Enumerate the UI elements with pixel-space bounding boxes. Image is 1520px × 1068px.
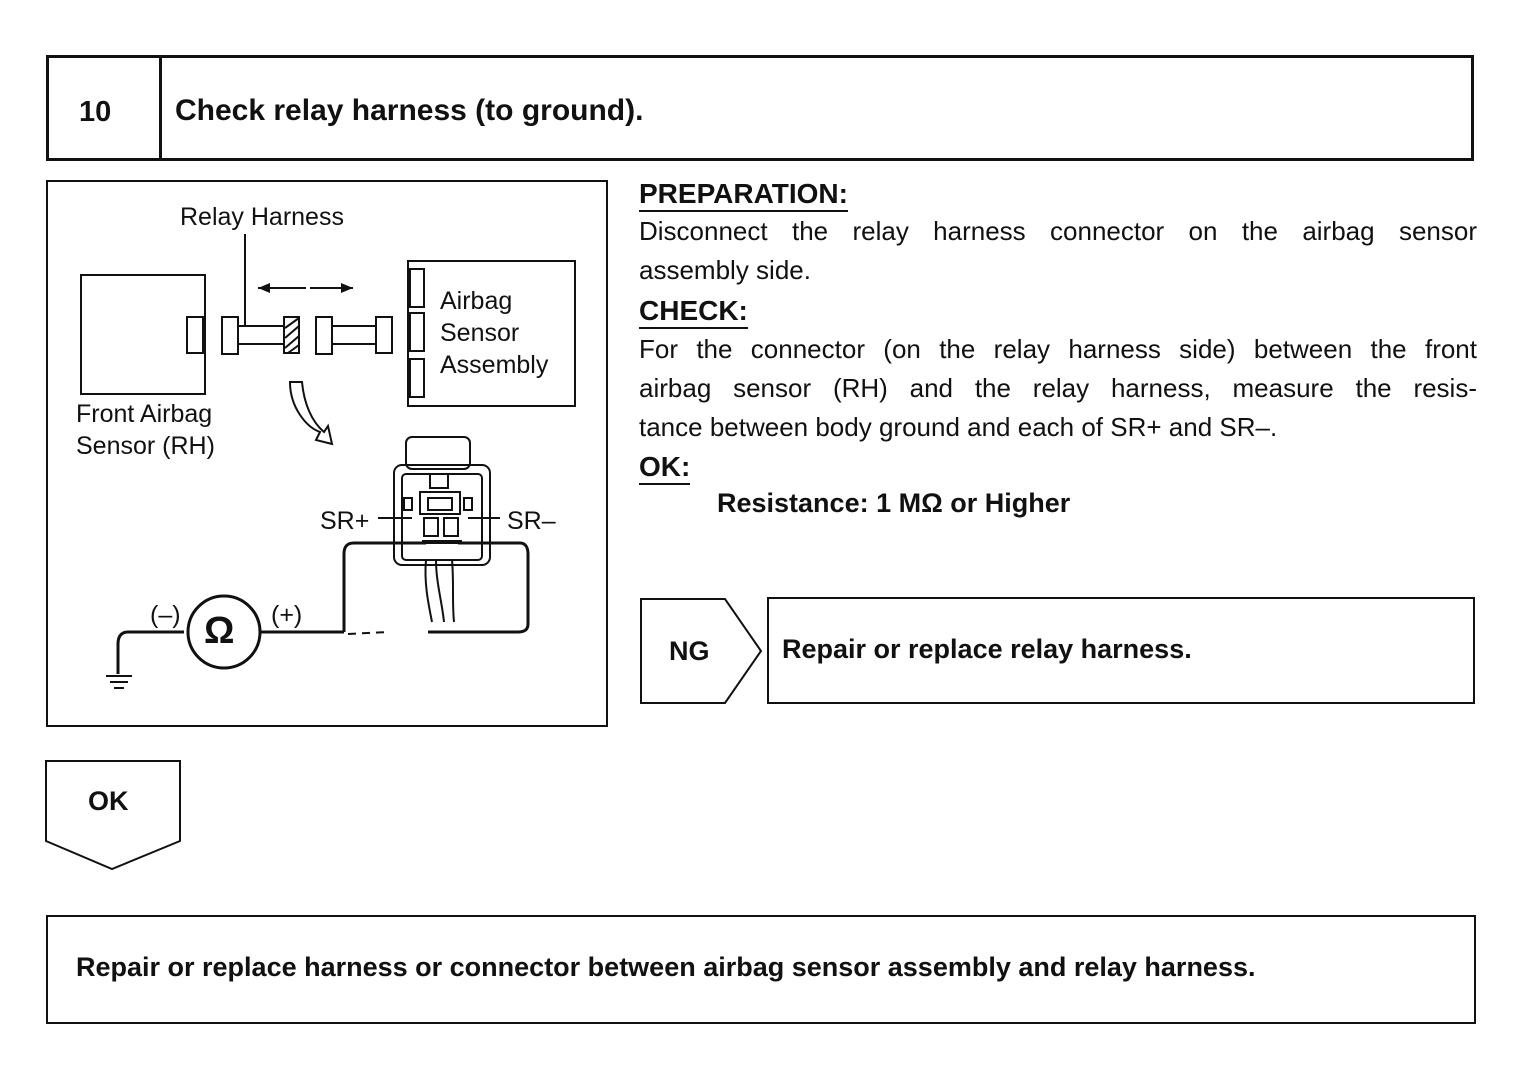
ng-label: NG bbox=[669, 636, 710, 666]
check-heading: CHECK: bbox=[639, 294, 748, 329]
ok-arrow-shape bbox=[45, 760, 181, 871]
ok-spec-heading: OK: bbox=[639, 450, 691, 485]
ng-action-box bbox=[767, 597, 1475, 704]
sr-plus-label: SR+ bbox=[320, 507, 370, 535]
wiring-diagram: Relay Harness Airbag Sensor Assembly Fro… bbox=[46, 180, 608, 727]
step-header: 10 Check relay harness (to ground). bbox=[46, 55, 1474, 161]
airbag-sensor-label-line3: Assembly bbox=[440, 351, 549, 379]
check-line: airbag sensor (RH) and the relay harness… bbox=[639, 373, 1477, 403]
final-action-box bbox=[46, 915, 1476, 1024]
preparation-heading: PREPARATION: bbox=[639, 177, 848, 212]
ground-icon bbox=[106, 675, 132, 689]
ok-label: OK bbox=[88, 786, 129, 816]
resistance-spec: Resistance: 1 MΩ or Higher bbox=[717, 488, 1071, 518]
final-action-text: Repair or replace harness or connector b… bbox=[76, 952, 1256, 982]
airbag-sensor-label-line1: Airbag bbox=[440, 287, 513, 315]
front-sensor-label-line2: Sensor (RH) bbox=[76, 432, 215, 460]
preparation-line: assembly side. bbox=[639, 255, 811, 285]
ohmmeter-icon bbox=[186, 594, 262, 670]
step-title: Check relay harness (to ground). bbox=[175, 94, 644, 127]
check-text: For the connector (on the relay harness … bbox=[639, 330, 1477, 447]
check-line: For the connector (on the relay harness … bbox=[639, 334, 1477, 364]
sr-minus-label: SR– bbox=[507, 507, 556, 535]
front-airbag-sensor-block bbox=[80, 274, 206, 395]
preparation-text: Disconnect the relay harness connector o… bbox=[639, 212, 1477, 290]
step-number-cell: 10 bbox=[49, 58, 162, 158]
ohm-symbol: Ω bbox=[204, 610, 235, 652]
relay-harness-label: Relay Harness bbox=[180, 203, 344, 231]
front-sensor-label-line1: Front Airbag bbox=[76, 400, 213, 428]
preparation-line: Disconnect the relay harness connector o… bbox=[639, 216, 1477, 246]
ng-arrow-shape bbox=[640, 598, 763, 704]
plus-terminal-label: (+) bbox=[271, 601, 303, 629]
airbag-sensor-label-line2: Sensor bbox=[440, 319, 520, 347]
check-line: tance between body ground and each of SR… bbox=[639, 412, 1278, 442]
minus-terminal-label: (–) bbox=[150, 601, 181, 629]
connector-closeup bbox=[393, 464, 491, 566]
diagram-drawing bbox=[80, 234, 576, 689]
ng-action-text: Repair or replace relay harness. bbox=[782, 634, 1192, 664]
airbag-sensor-assembly-block bbox=[407, 260, 576, 407]
step-number: 10 bbox=[79, 96, 112, 128]
